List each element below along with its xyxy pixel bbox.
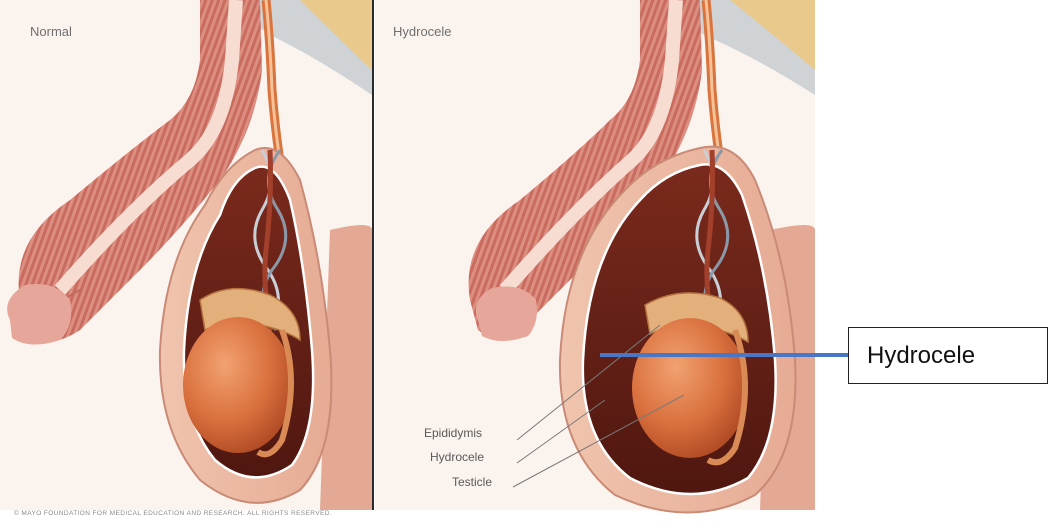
hydrocele-label: Hydrocele	[430, 450, 484, 464]
callout-text: Hydrocele	[867, 342, 975, 370]
normal-panel	[0, 0, 372, 510]
hydrocele-callout-box: Hydrocele	[848, 327, 1048, 384]
testicle-label: Testicle	[452, 475, 492, 489]
hydrocele-title: Hydrocele	[393, 24, 452, 39]
testicle-hydrocele	[632, 318, 748, 458]
testicle-normal	[183, 317, 293, 453]
normal-title: Normal	[30, 24, 72, 39]
copyright-notice: © MAYO FOUNDATION FOR MEDICAL EDUCATION …	[14, 510, 332, 517]
epididymis-label: Epididymis	[424, 426, 482, 440]
